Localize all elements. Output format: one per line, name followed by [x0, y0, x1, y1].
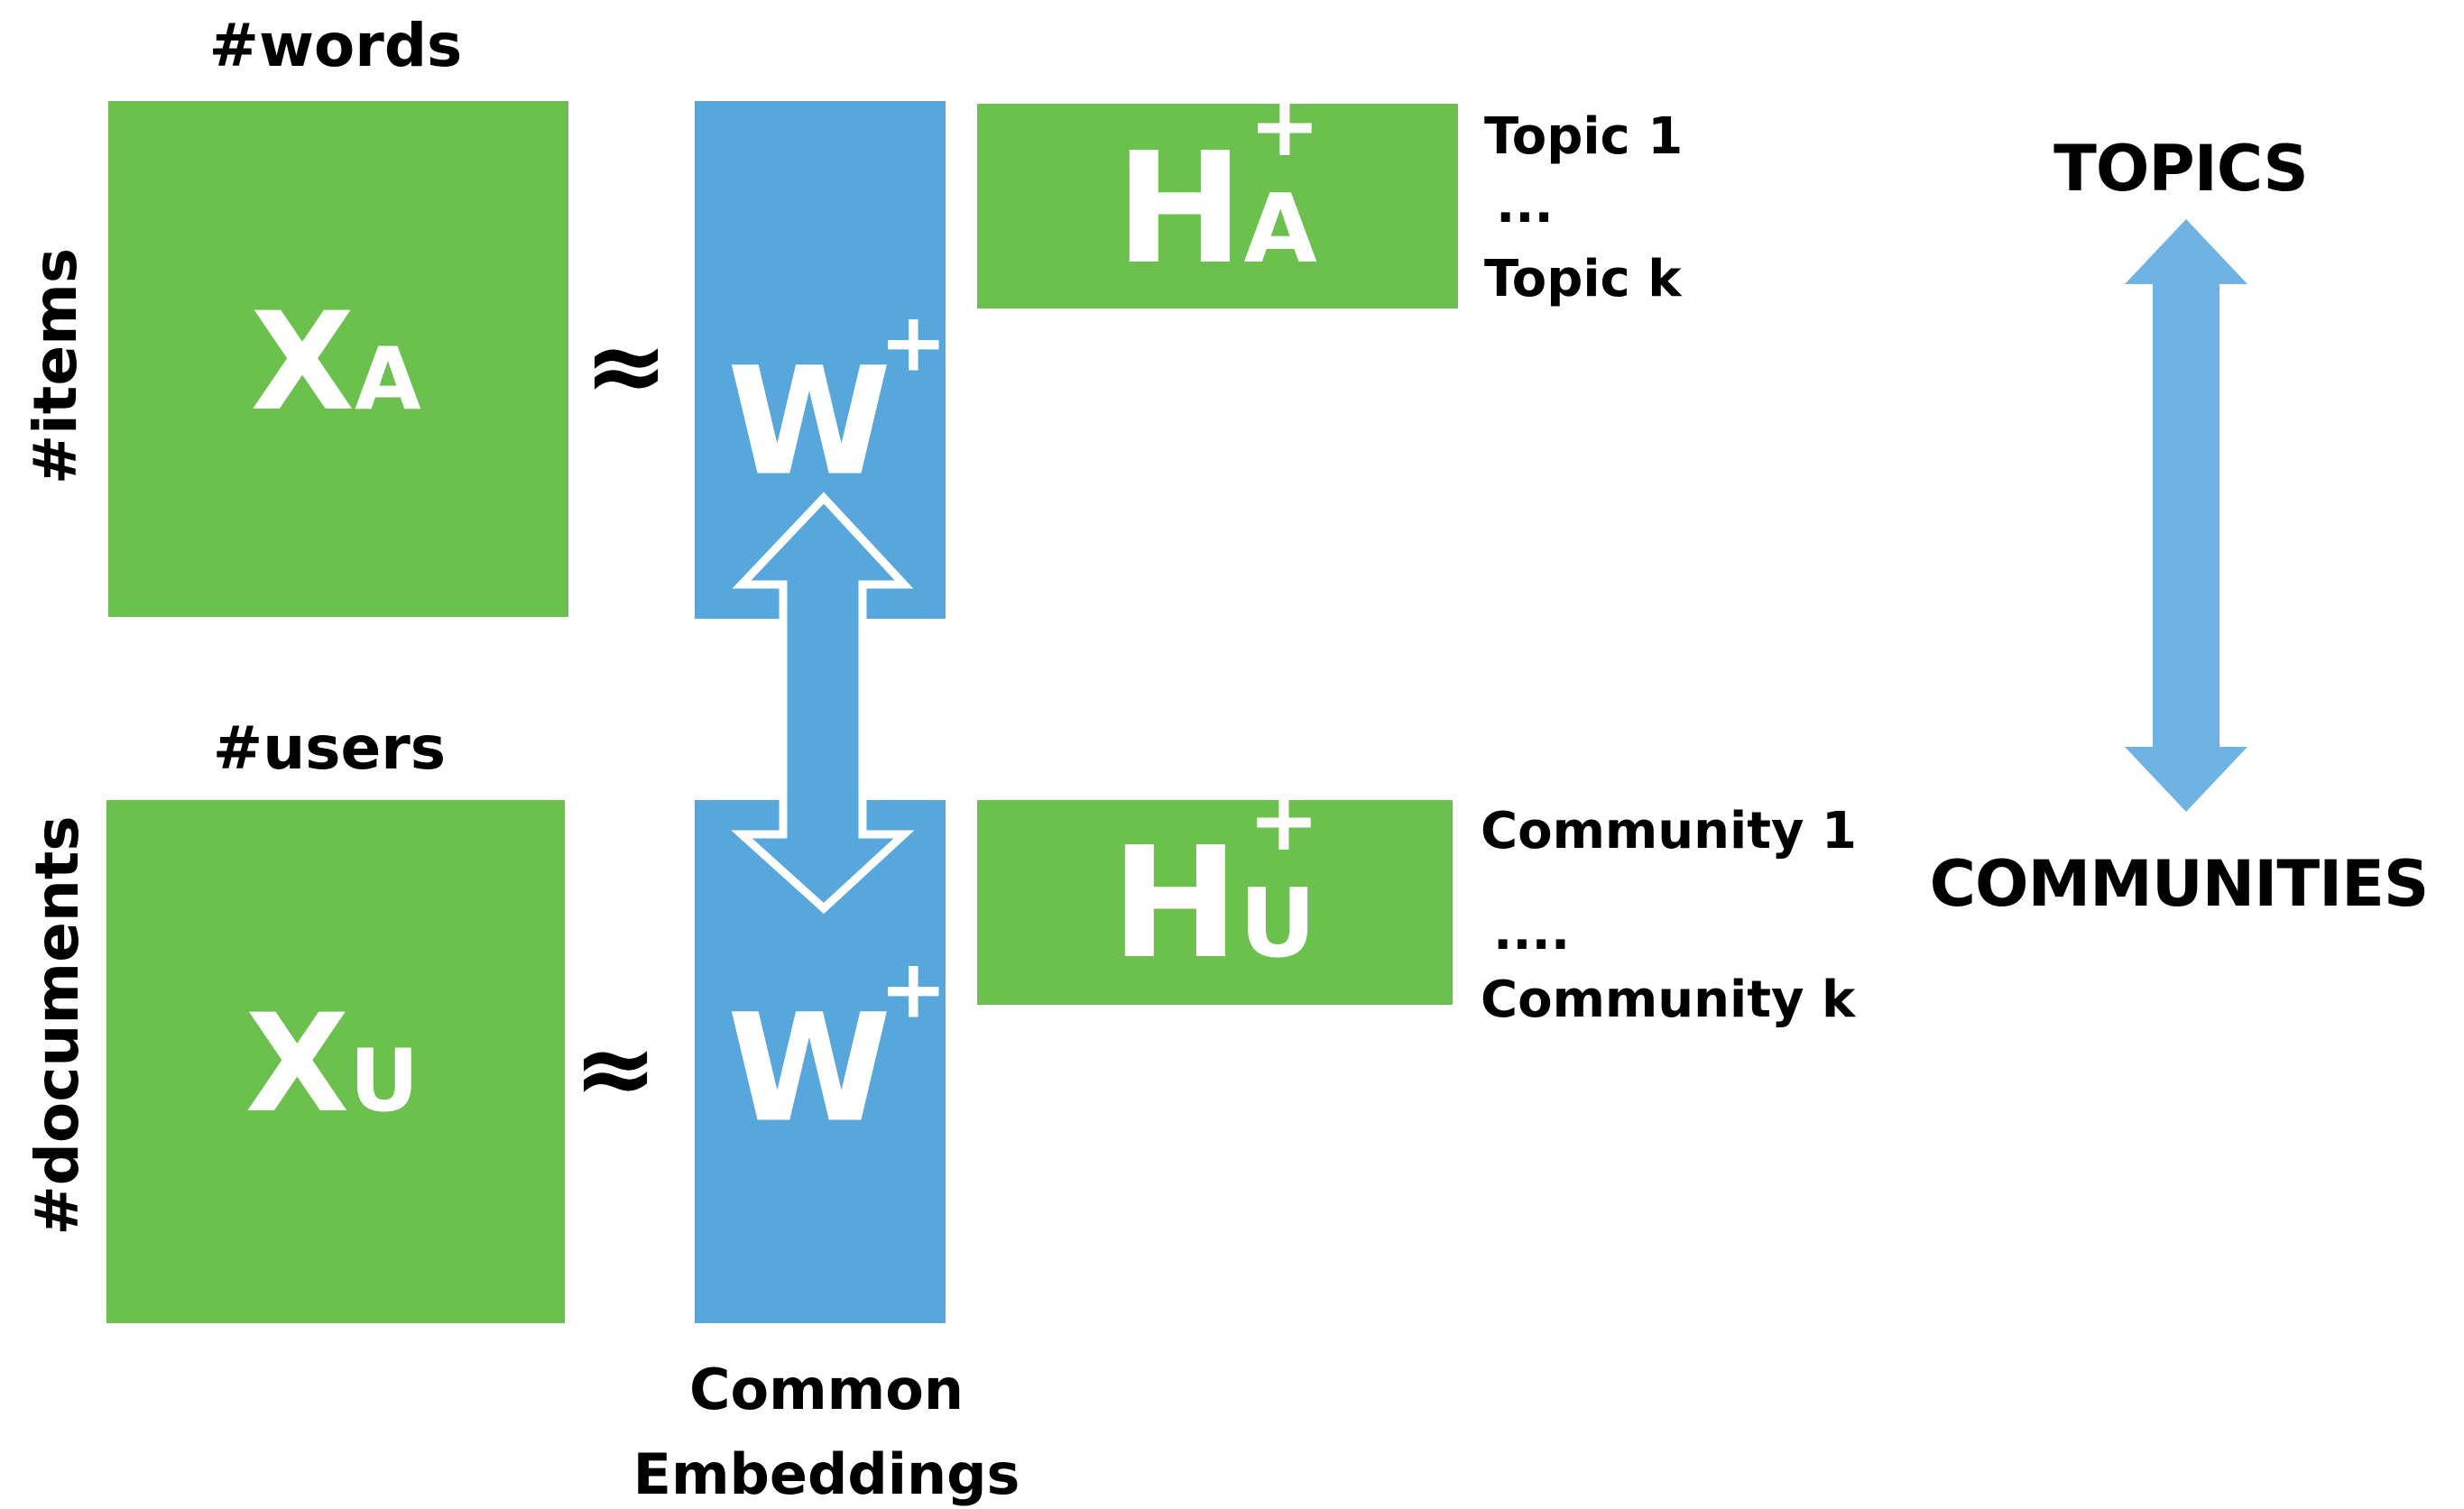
w-top-base: W	[727, 335, 891, 509]
topics-ellipsis: ...	[1496, 176, 1554, 235]
hu-superscript: +	[1248, 771, 1320, 870]
topic-1-label: Topic 1	[1484, 107, 1684, 166]
topics-heading: TOPICS	[2053, 132, 2309, 206]
w-bottom-superscript: +	[879, 942, 947, 1037]
xu-matrix-block	[106, 800, 565, 1323]
ha-subscript: A	[1243, 174, 1317, 284]
communities-ellipsis: ....	[1493, 903, 1571, 962]
hu-matrix-block	[977, 800, 1453, 1005]
ha-matrix-label: HA +	[1115, 84, 1321, 287]
w-matrix-label-bottom: W +	[727, 949, 947, 1144]
users-axis-label: #users	[212, 713, 447, 783]
common-embeddings-line1: Common	[688, 1357, 964, 1422]
common-embeddings-label: Common Embeddings	[633, 1348, 1020, 1509]
xu-subscript: U	[349, 1032, 420, 1131]
w-top-superscript: +	[879, 295, 947, 391]
common-embeddings-line2: Embeddings	[632, 1441, 1020, 1507]
approx-symbol-bottom: ≈	[573, 1010, 658, 1127]
documents-axis-label: #documents	[23, 815, 92, 1236]
xu-base: X	[245, 986, 350, 1143]
xu-matrix-label: XU	[245, 997, 420, 1132]
ha-superscript: +	[1249, 77, 1321, 176]
xa-matrix-label: XA	[250, 295, 420, 430]
hu-matrix-label: HU +	[1111, 778, 1320, 981]
topics-communities-arrow-icon	[2125, 219, 2247, 812]
xa-base: X	[250, 284, 355, 441]
hu-subscript: U	[1239, 869, 1316, 979]
xa-subscript: A	[355, 330, 421, 429]
xa-matrix-block	[108, 101, 568, 617]
hu-base: H	[1111, 814, 1240, 993]
ha-base: H	[1115, 120, 1244, 299]
words-axis-label: #words	[208, 11, 463, 80]
communities-heading: COMMUNITIES	[1929, 847, 2430, 921]
topic-k-label: Topic k	[1484, 250, 1682, 308]
w-matrix-label-top: W +	[727, 302, 947, 497]
community-1-label: Community 1	[1481, 802, 1857, 860]
items-axis-label: #items	[21, 247, 90, 485]
w-bottom-base: W	[727, 981, 891, 1155]
approx-symbol-top: ≈	[584, 308, 669, 425]
community-k-label: Community k	[1481, 971, 1856, 1029]
ha-matrix-block	[977, 104, 1458, 308]
